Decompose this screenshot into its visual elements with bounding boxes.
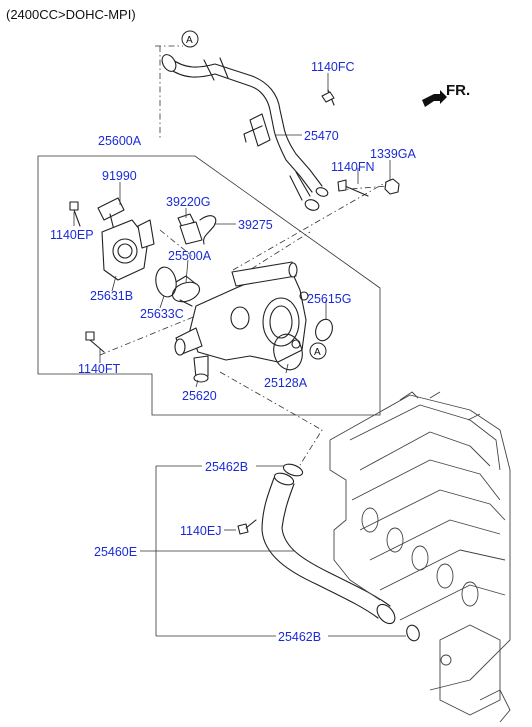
assembly-group-box: [37, 155, 381, 416]
thermostat-25500a: [171, 275, 201, 307]
front-label: FR.: [446, 82, 470, 99]
water-outlet-housing: [174, 261, 309, 383]
label-1140ft[interactable]: 1140FT: [78, 362, 121, 376]
bolt-1140ft: [85, 331, 105, 353]
thermostat-cover-25631b: [101, 219, 155, 281]
centerline: [99, 299, 236, 356]
label-1140fc[interactable]: 1140FC: [311, 60, 355, 74]
bypass-pipe-25470: [161, 54, 329, 211]
label-1339ga[interactable]: 1339GA: [370, 147, 417, 161]
bolt-1140fc: [321, 89, 335, 106]
engine-block: [329, 391, 511, 723]
label-25615g[interactable]: 25615G: [307, 292, 351, 306]
label-25462b-bottom[interactable]: 25462B: [278, 630, 321, 644]
label-25460e[interactable]: 25460E: [94, 545, 137, 559]
label-1140ej[interactable]: 1140EJ: [180, 524, 221, 538]
label-25462b-top[interactable]: 25462B: [205, 460, 248, 474]
label-1140ep[interactable]: 1140EP: [50, 228, 94, 242]
label-1140fn[interactable]: 1140FN: [331, 160, 375, 174]
label-25631b[interactable]: 25631B: [90, 289, 133, 303]
label-25600a[interactable]: 25600A: [98, 134, 142, 148]
label-25128a[interactable]: 25128A: [264, 376, 308, 390]
water-hose-25460e: [261, 472, 396, 625]
bolt-1140fn: [337, 179, 369, 197]
label-39275[interactable]: 39275: [238, 218, 273, 232]
front-direction-indicator: FR.: [422, 82, 470, 107]
label-25470[interactable]: 25470: [304, 129, 339, 143]
o-ring-25615g: [315, 318, 333, 342]
svg-text:A: A: [186, 35, 193, 46]
svg-text:A: A: [314, 347, 321, 358]
clip-39275: [199, 215, 217, 245]
engine-variant-title: (2400CC>DOHC-MPI): [6, 7, 136, 22]
hose-clamp-25462b-bottom: [406, 624, 420, 642]
hose-clamp-25462b-top: [282, 463, 304, 477]
centerline: [232, 179, 391, 271]
label-25500a[interactable]: 25500A: [168, 249, 212, 263]
centerline: [337, 184, 401, 191]
bolt-1140ep: [69, 201, 81, 227]
label-39220g[interactable]: 39220G: [166, 195, 210, 209]
gasket-25128a: [273, 333, 303, 371]
centerline: [219, 371, 323, 466]
nut-1339ga: [384, 178, 400, 195]
reference-mark-a-top: A: [181, 30, 199, 48]
bolt-1140ej: [237, 519, 257, 535]
temperature-sensor-39220g: [177, 213, 203, 245]
label-25620[interactable]: 25620: [182, 389, 217, 403]
front-arrow-icon: [422, 90, 447, 107]
label-25633c[interactable]: 25633C: [140, 307, 184, 321]
reference-mark-a-housing: A: [309, 342, 327, 360]
label-91990[interactable]: 91990: [102, 169, 137, 183]
gasket-25633c: [155, 266, 177, 298]
